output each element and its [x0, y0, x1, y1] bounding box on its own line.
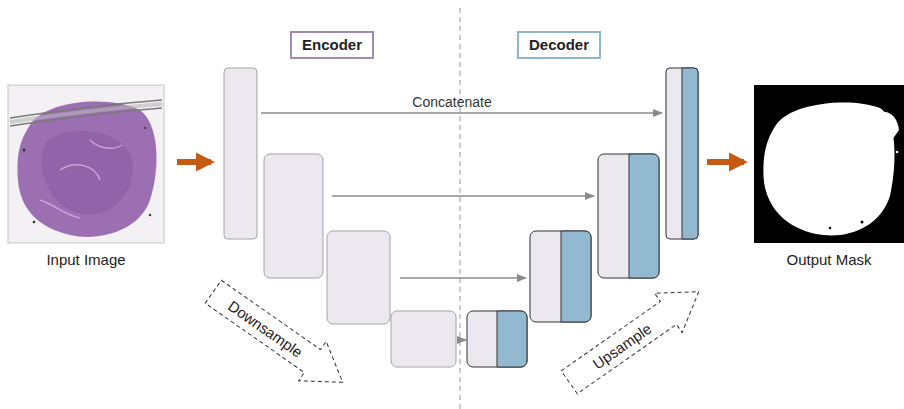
connection-label: Concatenate: [412, 94, 491, 110]
image-caption: Output Mask: [786, 251, 871, 268]
section-box: Encoder: [290, 31, 374, 59]
image-caption: Input Image: [46, 251, 125, 268]
section-title: Encoder: [302, 36, 362, 53]
skip-connections: [261, 113, 662, 340]
flow-arrow: [177, 159, 211, 165]
section-box: Decoder: [517, 31, 601, 59]
encoder-blocks: [224, 68, 456, 367]
input-slide: [8, 85, 164, 243]
flow-arrow: [707, 159, 744, 165]
divider-line: [460, 8, 461, 409]
output-mask: [754, 85, 904, 243]
direction-text: Downsample: [225, 297, 306, 361]
arrow-shape: [556, 272, 713, 402]
arrow-shape: [200, 272, 357, 402]
section-title: Decoder: [529, 36, 589, 53]
